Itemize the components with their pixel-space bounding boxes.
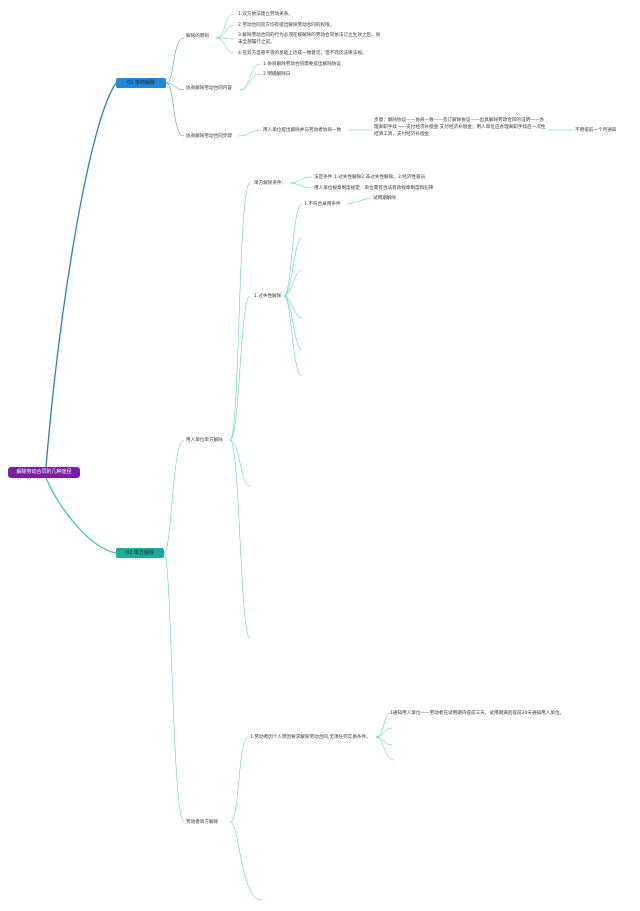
employee-notice-rule: 1通知用人单位——劳动者在试用期内提前三天。试用期满后提前30天通知用人单位。 xyxy=(390,711,565,716)
node-termination-principles[interactable]: 解除的原则 xyxy=(186,34,209,39)
fault-unqualified-hiring: 1.不符合录用条件 xyxy=(304,202,341,207)
step-detail: 步骤：解除协议——协商一致——签订解除协议——出具解除劳动合同的证明——办理离职… xyxy=(374,118,546,137)
connector-b1-sub2 xyxy=(165,82,185,91)
condition-legal: 法定条件:1.过失性解除2.非过失性解除。3.经济性裁员 xyxy=(314,175,426,180)
node-employer-unilateral[interactable]: 用人单位单方解除 xyxy=(186,438,223,443)
step-employer-proposes: 用人单位提出解除并与劳动者协商一致 xyxy=(263,128,342,133)
node-employee-unilateral[interactable]: 劳动者单方解除 xyxy=(186,820,219,825)
connector-b2-employer xyxy=(163,439,185,554)
no-notice-needed: 不用提前一个月通知 xyxy=(575,128,617,133)
connector-root-branch1 xyxy=(45,82,117,468)
principle-item-1: 1.双方依法建立劳动关系。 xyxy=(238,12,293,17)
content-item-1: 1.协商解除劳动合同需要提出解除协议 xyxy=(263,62,341,67)
node-unilateral-conditions[interactable]: 单方解除条件： xyxy=(254,181,287,186)
node-negotiation-steps[interactable]: 协商解除劳动合同步骤 xyxy=(186,134,232,139)
connector-b1-sub1 xyxy=(165,37,185,84)
principle-item-3: 3.解除劳动合同的行为必须在被解除的劳动合同依法订立生效之后、尚未全部履行之前。 xyxy=(238,33,381,45)
node-fault-termination[interactable]: 1.过失性解除 xyxy=(254,294,282,299)
content-item-2: 2.明确解除日 xyxy=(263,72,291,77)
branch-negotiated-termination[interactable]: 01 协商解除 xyxy=(116,78,166,88)
node-negotiation-content[interactable]: 协商解除劳动合同内容 xyxy=(186,86,232,91)
connector-root-branch2 xyxy=(45,477,117,554)
employee-personal-reason: 1.劳动者因个人原因要求解除劳动合同,无须任何实质条件。 xyxy=(250,735,371,740)
connector-b2-employee xyxy=(163,552,185,823)
connector-b1-sub3 xyxy=(165,82,185,137)
principle-item-2: 2.劳动合同双方均有提出解除劳动合同的权限。 xyxy=(238,23,335,28)
root-node[interactable]: 解除劳动合同的几种途径 xyxy=(8,467,80,478)
condition-rules: 用人单位规章制度规定：单位需有合法有效规章制度和纪律 xyxy=(314,186,434,191)
principle-item-4: 4.在双方自愿平等的基础上达成一致意见，但不违反法律法规。 xyxy=(238,51,367,56)
branch-unilateral-termination[interactable]: 02 单方解除 xyxy=(116,548,164,558)
fault-probation-termination: 试用期解除 xyxy=(373,196,396,201)
